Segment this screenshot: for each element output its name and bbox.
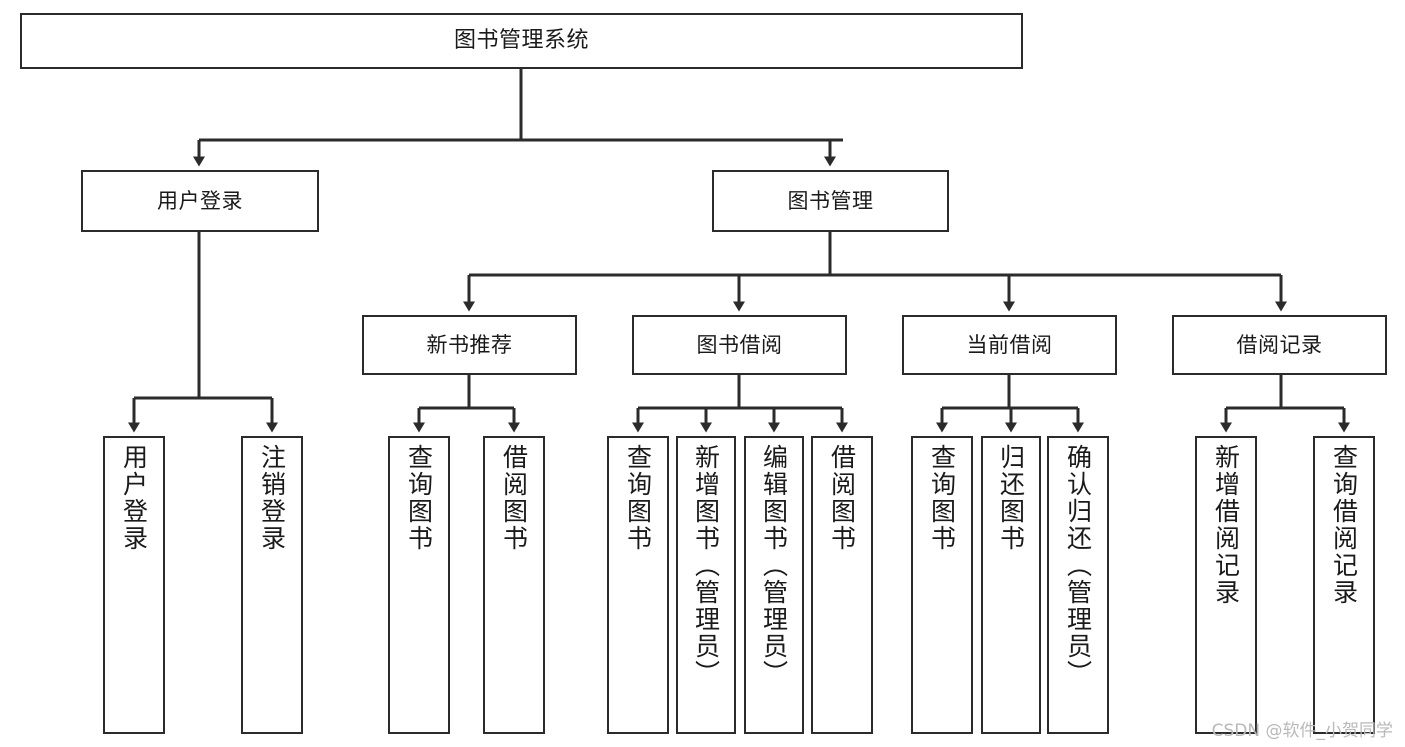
node-current-borrow[interactable]: 当前借阅 <box>902 315 1117 375</box>
leaf-borrow-add-book-admin[interactable]: 新增图书（管理员） <box>676 436 736 734</box>
leaf-borrow-edit-book-admin[interactable]: 编辑图书（管理员） <box>744 436 804 734</box>
leaf-user-login-signin[interactable]: 用户登录 <box>103 436 165 734</box>
node-label: 查询借阅记录 <box>1329 444 1359 606</box>
node-label: 注销登录 <box>257 444 287 552</box>
node-label: 新书推荐 <box>426 332 513 357</box>
node-label: 图书管理 <box>787 188 874 213</box>
leaf-borrow-borrow-book[interactable]: 借阅图书 <box>811 436 873 734</box>
node-label: 图书借阅 <box>696 332 783 357</box>
node-label: 当前借阅 <box>966 332 1053 357</box>
leaf-current-confirm-return-admin[interactable]: 确认归还（管理员） <box>1047 436 1109 734</box>
node-label: 新增借阅记录 <box>1211 444 1241 606</box>
node-label: 用户登录 <box>157 188 243 213</box>
leaf-current-return-book[interactable]: 归还图书 <box>981 436 1041 734</box>
leaf-records-add-record[interactable]: 新增借阅记录 <box>1195 436 1257 734</box>
node-label: 图书管理系统 <box>453 28 589 54</box>
node-book-management[interactable]: 图书管理 <box>712 170 949 232</box>
node-label: 用户登录 <box>119 444 149 552</box>
node-label: 新增图书（管理员） <box>691 444 721 687</box>
node-label: 确认归还（管理员） <box>1063 444 1093 687</box>
node-label: 借阅记录 <box>1236 332 1323 357</box>
node-label: 查询图书 <box>404 444 434 552</box>
node-borrow-records[interactable]: 借阅记录 <box>1172 315 1387 375</box>
node-label: 归还图书 <box>996 444 1026 552</box>
node-label: 编辑图书（管理员） <box>759 444 789 687</box>
leaf-records-query-record[interactable]: 查询借阅记录 <box>1313 436 1375 734</box>
node-label: 借阅图书 <box>827 444 857 552</box>
leaf-recommend-borrow-book[interactable]: 借阅图书 <box>483 436 545 734</box>
node-label: 借阅图书 <box>499 444 529 552</box>
leaf-user-login-signout[interactable]: 注销登录 <box>241 436 303 734</box>
leaf-current-query-book[interactable]: 查询图书 <box>911 436 973 734</box>
watermark: CSDN @软件_小贺同学 <box>1211 721 1393 741</box>
leaf-borrow-query-book[interactable]: 查询图书 <box>607 436 669 734</box>
node-label: 查询图书 <box>927 444 957 552</box>
node-book-borrow[interactable]: 图书借阅 <box>632 315 847 375</box>
node-root-system[interactable]: 图书管理系统 <box>20 13 1023 69</box>
leaf-recommend-query-book[interactable]: 查询图书 <box>388 436 450 734</box>
node-user-login[interactable]: 用户登录 <box>81 170 319 232</box>
node-new-book-recommend[interactable]: 新书推荐 <box>362 315 577 375</box>
node-label: 查询图书 <box>623 444 653 552</box>
